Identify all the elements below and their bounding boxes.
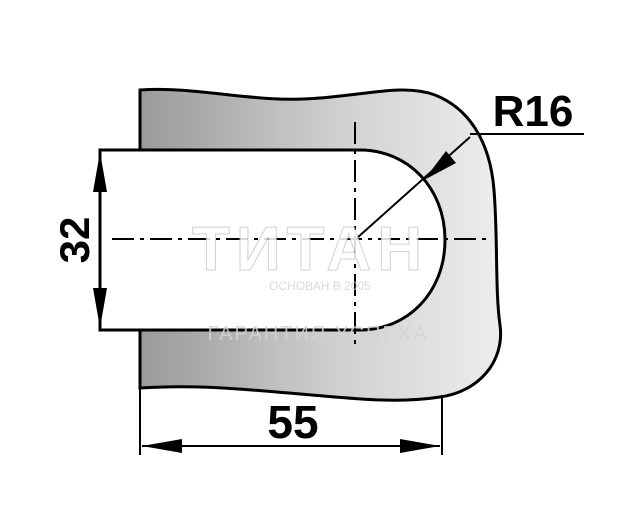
watermark-slogan: ГАРАНТИЯ УСПЕХА	[208, 323, 429, 345]
width-arrow-left	[142, 439, 182, 453]
watermark-founded: ОСНОВАН В 2005	[269, 279, 371, 293]
height-arrow-bottom	[93, 288, 107, 328]
width-arrow-right	[400, 439, 440, 453]
radius-leader-line	[356, 136, 471, 239]
height-arrow-top	[93, 152, 107, 192]
radius-dimension-label: R16	[493, 87, 574, 136]
watermark-brand: ТИТАН	[192, 215, 428, 284]
height-dimension-label: 32	[51, 217, 98, 264]
width-dimension-label: 55	[267, 396, 318, 448]
watermark: ТИТАН ОСНОВАН В 2005 ГАРАНТИЯ УСПЕХА	[192, 215, 429, 346]
radius-arrow	[424, 151, 456, 180]
